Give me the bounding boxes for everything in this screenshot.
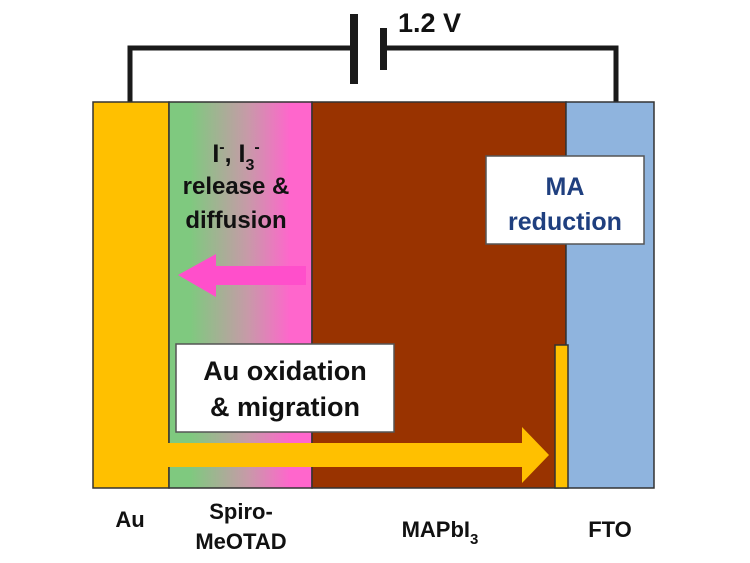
reduction-label: reduction [508,208,622,236]
au-oxidation-label: Au oxidation [203,356,367,386]
voltage-label: 1.2 V [398,8,461,38]
battery-short-plate [380,28,387,70]
au-filament [554,344,569,489]
au-oxidation-box [175,343,395,433]
release-label: release & [183,173,290,200]
au-electrode-layer [92,101,170,489]
circuit-wire-right [383,45,619,102]
ma-label: MA [546,173,585,201]
iodide-label: I-, I3- [212,139,259,174]
au-migration-arrow [156,427,549,483]
mapbi3-layer-label: MAPbI3 [402,517,479,548]
au-layer-label: Au [115,507,144,532]
spiro-layer-label-line1: Spiro- [209,499,273,524]
ma-reduction-box [485,155,645,245]
battery-long-plate [350,14,358,84]
iodide-diffusion-arrow [178,254,306,297]
circuit-wire-left [127,45,355,102]
migration-label: & migration [210,392,360,422]
diffusion-label: diffusion [185,207,286,234]
spiro-layer-label-line2: MeOTAD [195,529,286,554]
fto-layer-label: FTO [588,517,632,542]
